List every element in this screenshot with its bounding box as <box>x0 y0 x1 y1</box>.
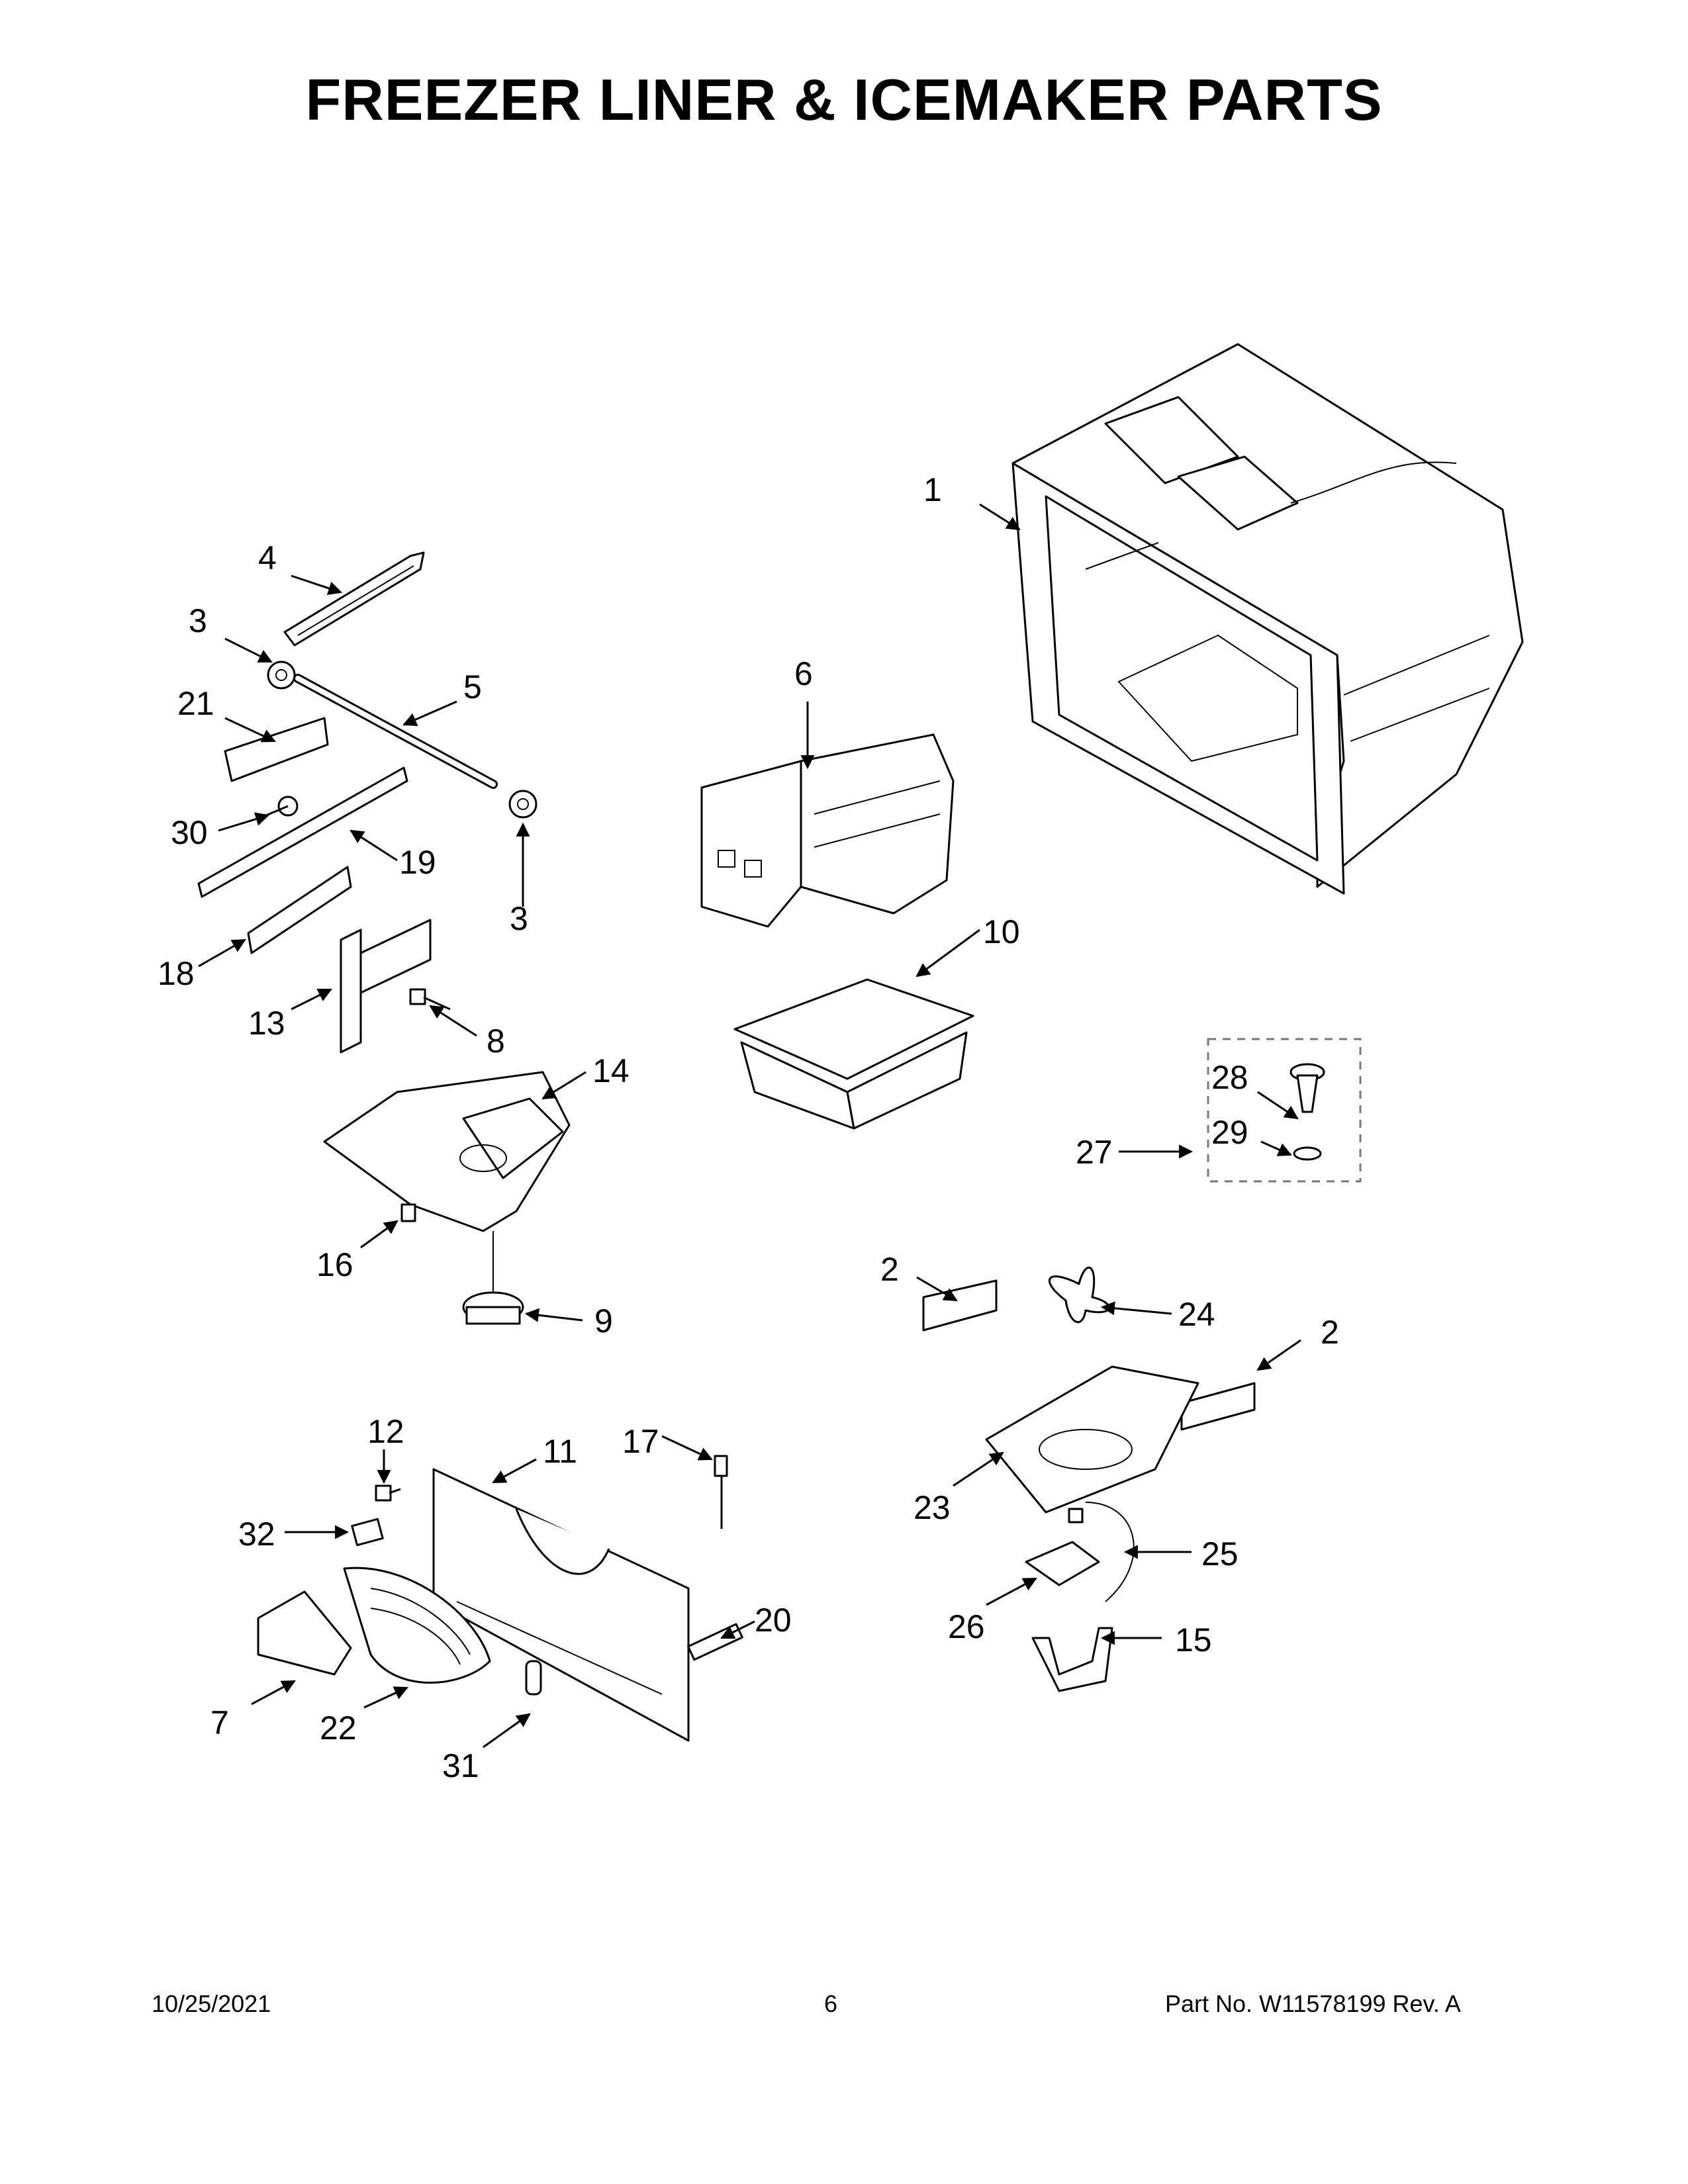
callout-19: 19 <box>399 844 436 881</box>
ice-bin-part-10 <box>733 978 974 1130</box>
callout-15: 15 <box>1175 1621 1212 1659</box>
callout-8: 8 <box>487 1023 505 1060</box>
motor-bracket-part-15 <box>1031 1627 1113 1692</box>
callout-17: 17 <box>622 1423 659 1460</box>
screw-part-8 <box>409 988 451 1011</box>
callout-3a: 3 <box>189 602 207 639</box>
fan-blade-part-24 <box>1048 1267 1110 1324</box>
page-title: FREEZER LINER & ICEMAKER PARTS <box>305 67 1383 132</box>
callout-28: 28 <box>1211 1059 1248 1096</box>
callout-7: 7 <box>211 1704 229 1741</box>
callout-6: 6 <box>794 655 813 692</box>
icemaker-part-6 <box>700 733 955 928</box>
slide-part-18 <box>247 866 352 954</box>
callout-4: 4 <box>258 539 277 576</box>
switch-part-31 <box>525 1660 542 1696</box>
crusher-part-9 <box>462 1291 524 1325</box>
screw-part-30 <box>261 796 299 819</box>
callout-9: 9 <box>594 1302 613 1340</box>
housing-part-14 <box>323 1071 571 1294</box>
strip-part-20 <box>687 1623 743 1661</box>
freezer-liner-part <box>1011 343 1524 895</box>
bracket-part-13 <box>340 919 432 1054</box>
cover-part-11 <box>432 1468 690 1742</box>
callout-13: 13 <box>248 1005 285 1042</box>
kit-part-27 <box>1207 1038 1362 1183</box>
callout-20: 20 <box>755 1602 792 1639</box>
callout-2b: 2 <box>1321 1314 1339 1351</box>
gear-part-3b <box>508 790 538 819</box>
callout-16: 16 <box>316 1246 353 1283</box>
callout-24: 24 <box>1178 1296 1215 1333</box>
grille-part-22 <box>343 1567 491 1684</box>
rail-part-4 <box>283 551 425 647</box>
clip-part-16 <box>400 1203 416 1222</box>
callout-26: 26 <box>948 1608 985 1645</box>
callout-29: 29 <box>1211 1114 1248 1151</box>
bracket-part-21 <box>224 717 329 782</box>
callout-22: 22 <box>320 1709 357 1747</box>
callout-31: 31 <box>442 1747 479 1784</box>
footer-part-number: Part No. W11578199 Rev. A <box>1165 1990 1461 2017</box>
callout-32: 32 <box>238 1516 275 1553</box>
fan-shroud-part-23 <box>985 1365 1199 1514</box>
callout-11: 11 <box>543 1433 577 1470</box>
leader-lines <box>198 503 1301 1749</box>
harness-part-25 <box>1085 1502 1135 1602</box>
callout-2a: 2 <box>880 1251 899 1288</box>
chute-part-7 <box>257 1590 352 1676</box>
callout-1: 1 <box>923 471 942 508</box>
callout-27: 27 <box>1076 1134 1113 1171</box>
callout-21: 21 <box>177 685 214 722</box>
callout-30: 30 <box>171 814 208 851</box>
foam-pad-part-2b <box>1180 1382 1256 1431</box>
footer-page-number: 6 <box>824 1990 838 2017</box>
callout-25: 25 <box>1201 1535 1239 1572</box>
callout-23: 23 <box>914 1489 951 1526</box>
footer-date: 10/25/2021 <box>152 1990 271 2017</box>
foam-pad-part-2a <box>922 1279 998 1332</box>
callout-3b: 3 <box>510 900 528 937</box>
callout-labels: 1 4 3 5 6 21 30 19 3 18 13 8 10 14 28 27… <box>158 471 1339 1784</box>
slide-part-19 <box>197 766 408 898</box>
callout-12: 12 <box>367 1413 404 1450</box>
callout-10: 10 <box>983 913 1020 950</box>
callout-18: 18 <box>158 955 195 992</box>
fan-motor-part-26 <box>1025 1508 1100 1586</box>
bracket-part-32 <box>351 1518 384 1547</box>
screw-part-12 <box>375 1484 401 1502</box>
thermistor-part-17 <box>714 1455 728 1529</box>
callout-14: 14 <box>592 1052 630 1089</box>
callout-5: 5 <box>463 668 482 705</box>
gear-part-3a <box>267 660 296 690</box>
